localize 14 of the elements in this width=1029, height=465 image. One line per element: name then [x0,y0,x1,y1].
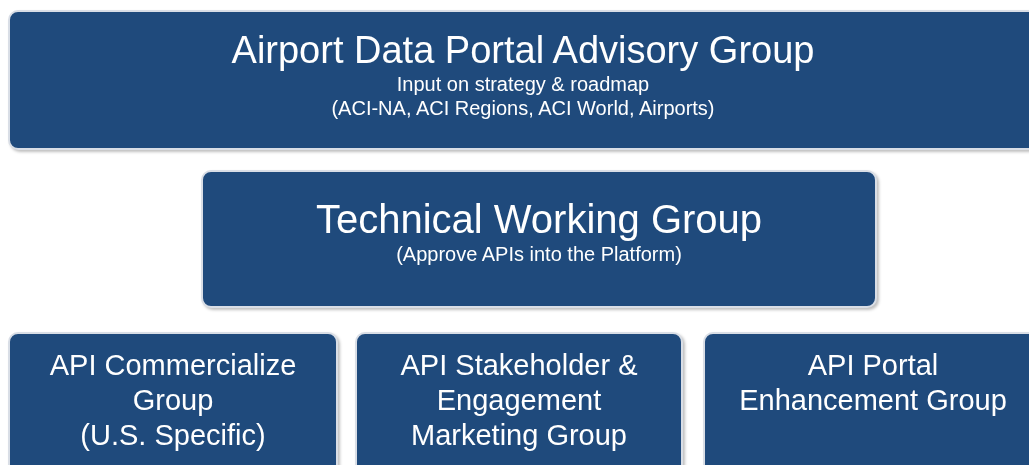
group-box [8,332,338,465]
group-title: Technical Working Group [314,196,764,242]
group-title: API Portal Enhancement Group [738,348,1008,418]
group-box [355,332,683,465]
group-title: API Commercialize Group [48,348,298,418]
group-description: (Approve APIs into the Platform) [395,242,683,266]
group-title: Airport Data Portal Advisory Group [230,28,816,72]
group-box [201,170,877,308]
group-description: (ACI-NA, ACI Regions, ACI World, Airports) [330,96,716,120]
group-description: Input on strategy & roadmap [395,72,651,96]
group-title: API Stakeholder & Engagement Marketing Group [399,348,639,453]
group-box [703,332,1029,465]
group-description: (U.S. Specific) [79,418,267,453]
group-box [8,10,1029,150]
